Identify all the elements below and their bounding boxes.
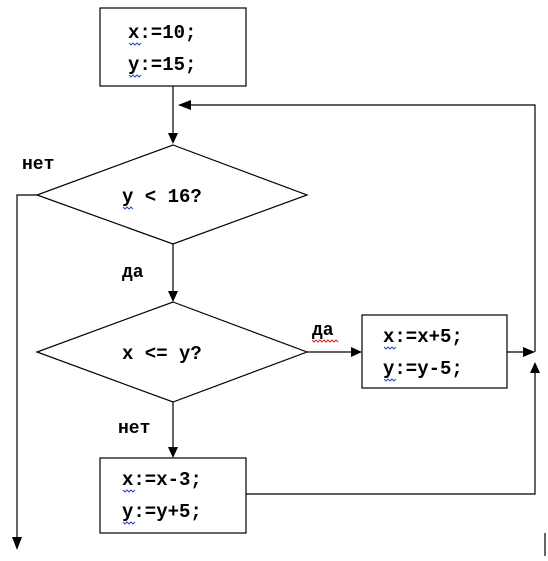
spell-underline [122,489,136,493]
spell-underline [122,521,136,525]
arrowhead [168,291,178,302]
condition1-no-label: нет [22,155,54,175]
condition2-text: x <= y? [122,343,202,365]
spell-underline [122,206,134,210]
arrowhead [530,362,540,373]
arrowhead [12,537,22,550]
arrowhead [178,100,191,110]
connector-no-to-loop [246,372,536,495]
connector-loop-back [190,104,536,352]
spell-underline [128,74,142,78]
grammar-underline [311,339,339,343]
condition1-yes-label: да [122,263,144,283]
arrowhead [351,347,362,357]
arrowhead [168,133,178,144]
arrowhead [168,447,178,458]
arrowhead [523,347,535,357]
condition2-no-label: нет [118,419,150,439]
connector-cond1-no-exit [16,194,37,538]
init-block [99,7,247,87]
init-line-1: x:=10; [128,22,196,44]
spell-underline [383,378,397,382]
spell-underline [128,42,142,46]
no-line-2: y:=y+5; [122,501,202,523]
init-line-2: y:=15; [128,54,196,76]
no-block [99,457,247,534]
no-line-1: x:=x-3; [122,469,202,491]
yes-line-1: x:=x+5; [383,326,463,348]
spell-underline [383,346,397,350]
condition2-yes-label: да [312,321,334,341]
yes-block [361,314,508,389]
condition1-text: y < 16? [122,186,202,208]
yes-line-2: y:=y-5; [383,358,463,380]
